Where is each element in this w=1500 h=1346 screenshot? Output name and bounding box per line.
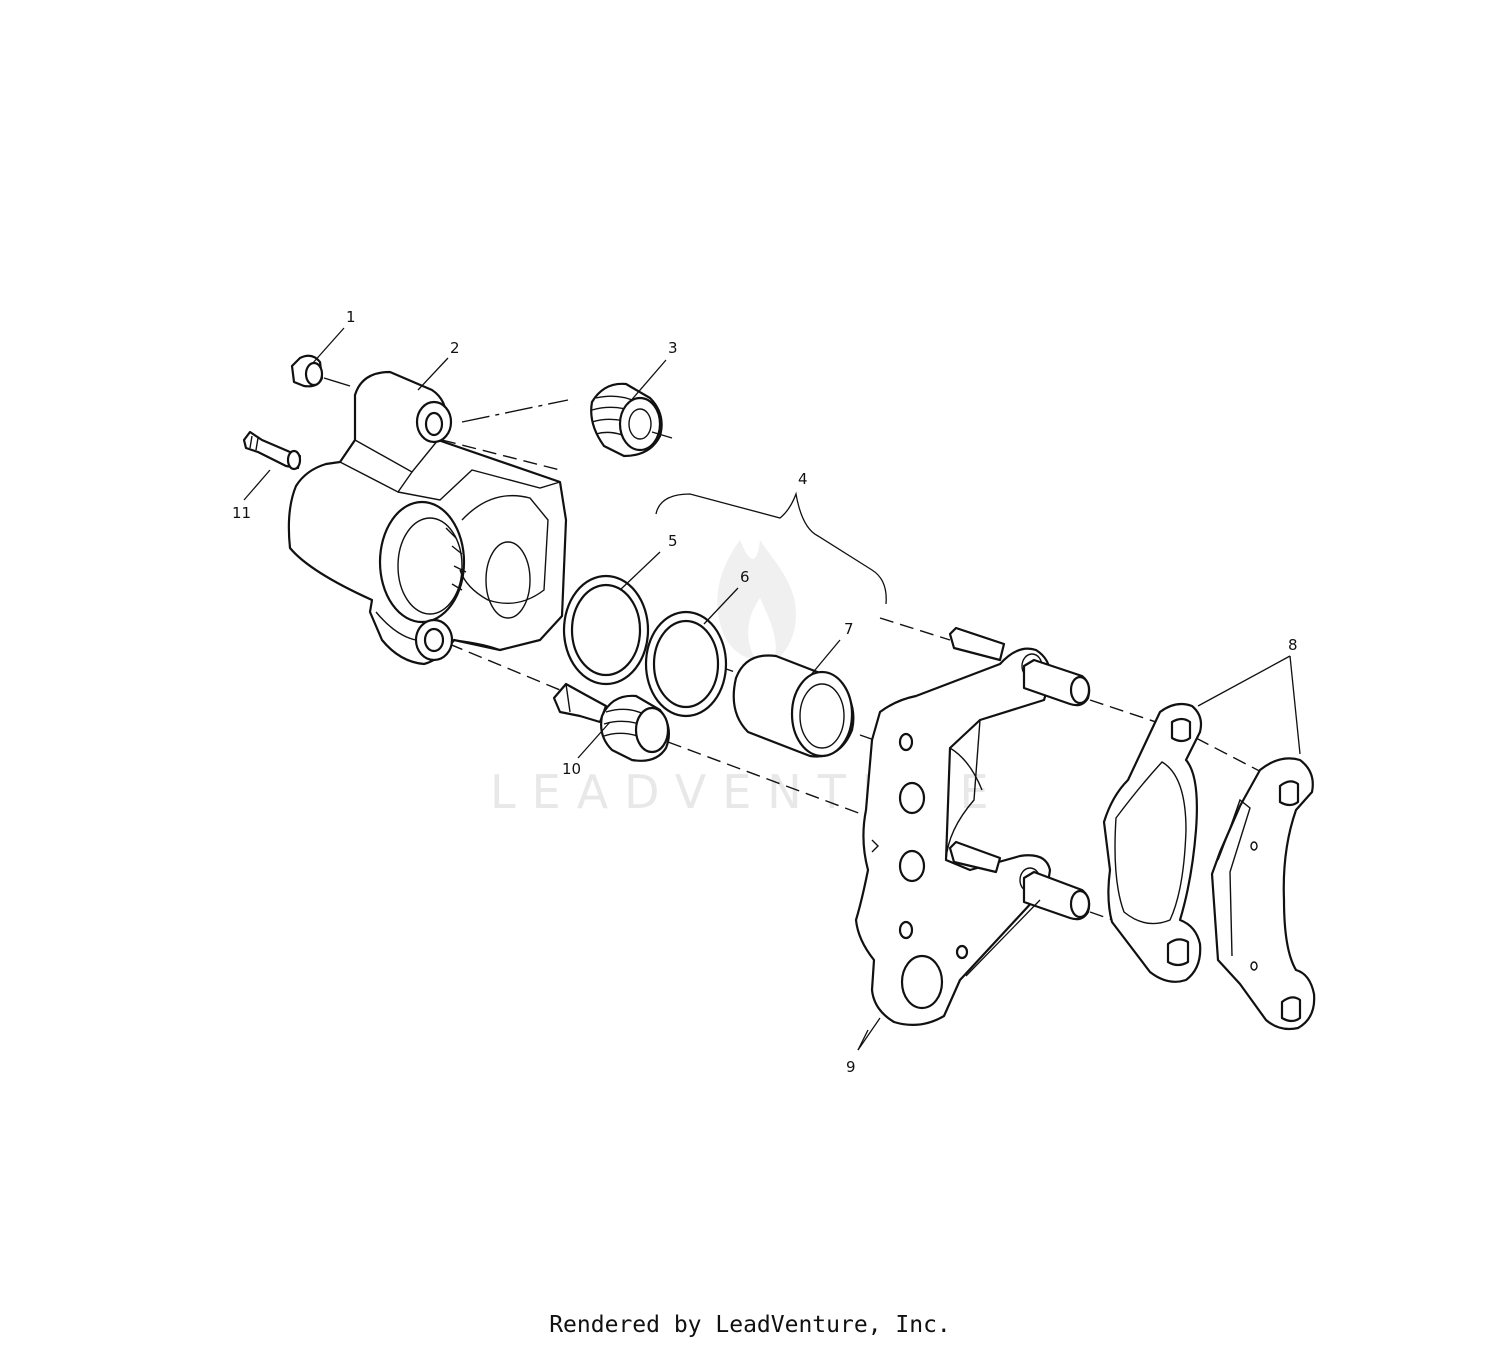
part-11-bleeder-screw <box>242 430 302 471</box>
leader-lines <box>243 327 1301 1051</box>
callout-2: 2 <box>450 339 460 357</box>
callout-7: 7 <box>844 620 854 638</box>
callout-1: 1 <box>346 308 356 326</box>
footer-credit: Rendered by LeadVenture, Inc. <box>549 1312 951 1338</box>
part-8-brake-pad-inner <box>1102 702 1203 983</box>
callout-10: 10 <box>562 760 581 778</box>
part-7-piston <box>732 654 855 758</box>
callout-4: 4 <box>798 470 808 488</box>
callout-9: 9 <box>846 1058 856 1076</box>
part-3-upper-boot <box>590 382 673 458</box>
exploded-parts-diagram: LEADVENTURE <box>232 308 1316 1076</box>
part-2-caliper-body <box>287 370 568 666</box>
part-8-brake-pad-outer <box>1210 757 1316 1031</box>
callout-11: 11 <box>232 504 251 522</box>
part-10-slide-pin <box>552 682 671 762</box>
callout-8: 8 <box>1288 636 1298 654</box>
part-5-piston-seal <box>562 574 650 686</box>
part-6-dust-seal <box>644 610 728 718</box>
callout-3: 3 <box>668 339 678 357</box>
part-9-mounting-bracket <box>854 626 1091 1027</box>
callout-5: 5 <box>668 532 678 550</box>
watermark-flame-icon <box>717 540 796 662</box>
callout-labels: 1 2 3 4 5 6 7 8 9 10 11 <box>232 308 1298 1076</box>
part-1-bleeder-cap <box>290 354 324 388</box>
callout-6: 6 <box>740 568 750 586</box>
